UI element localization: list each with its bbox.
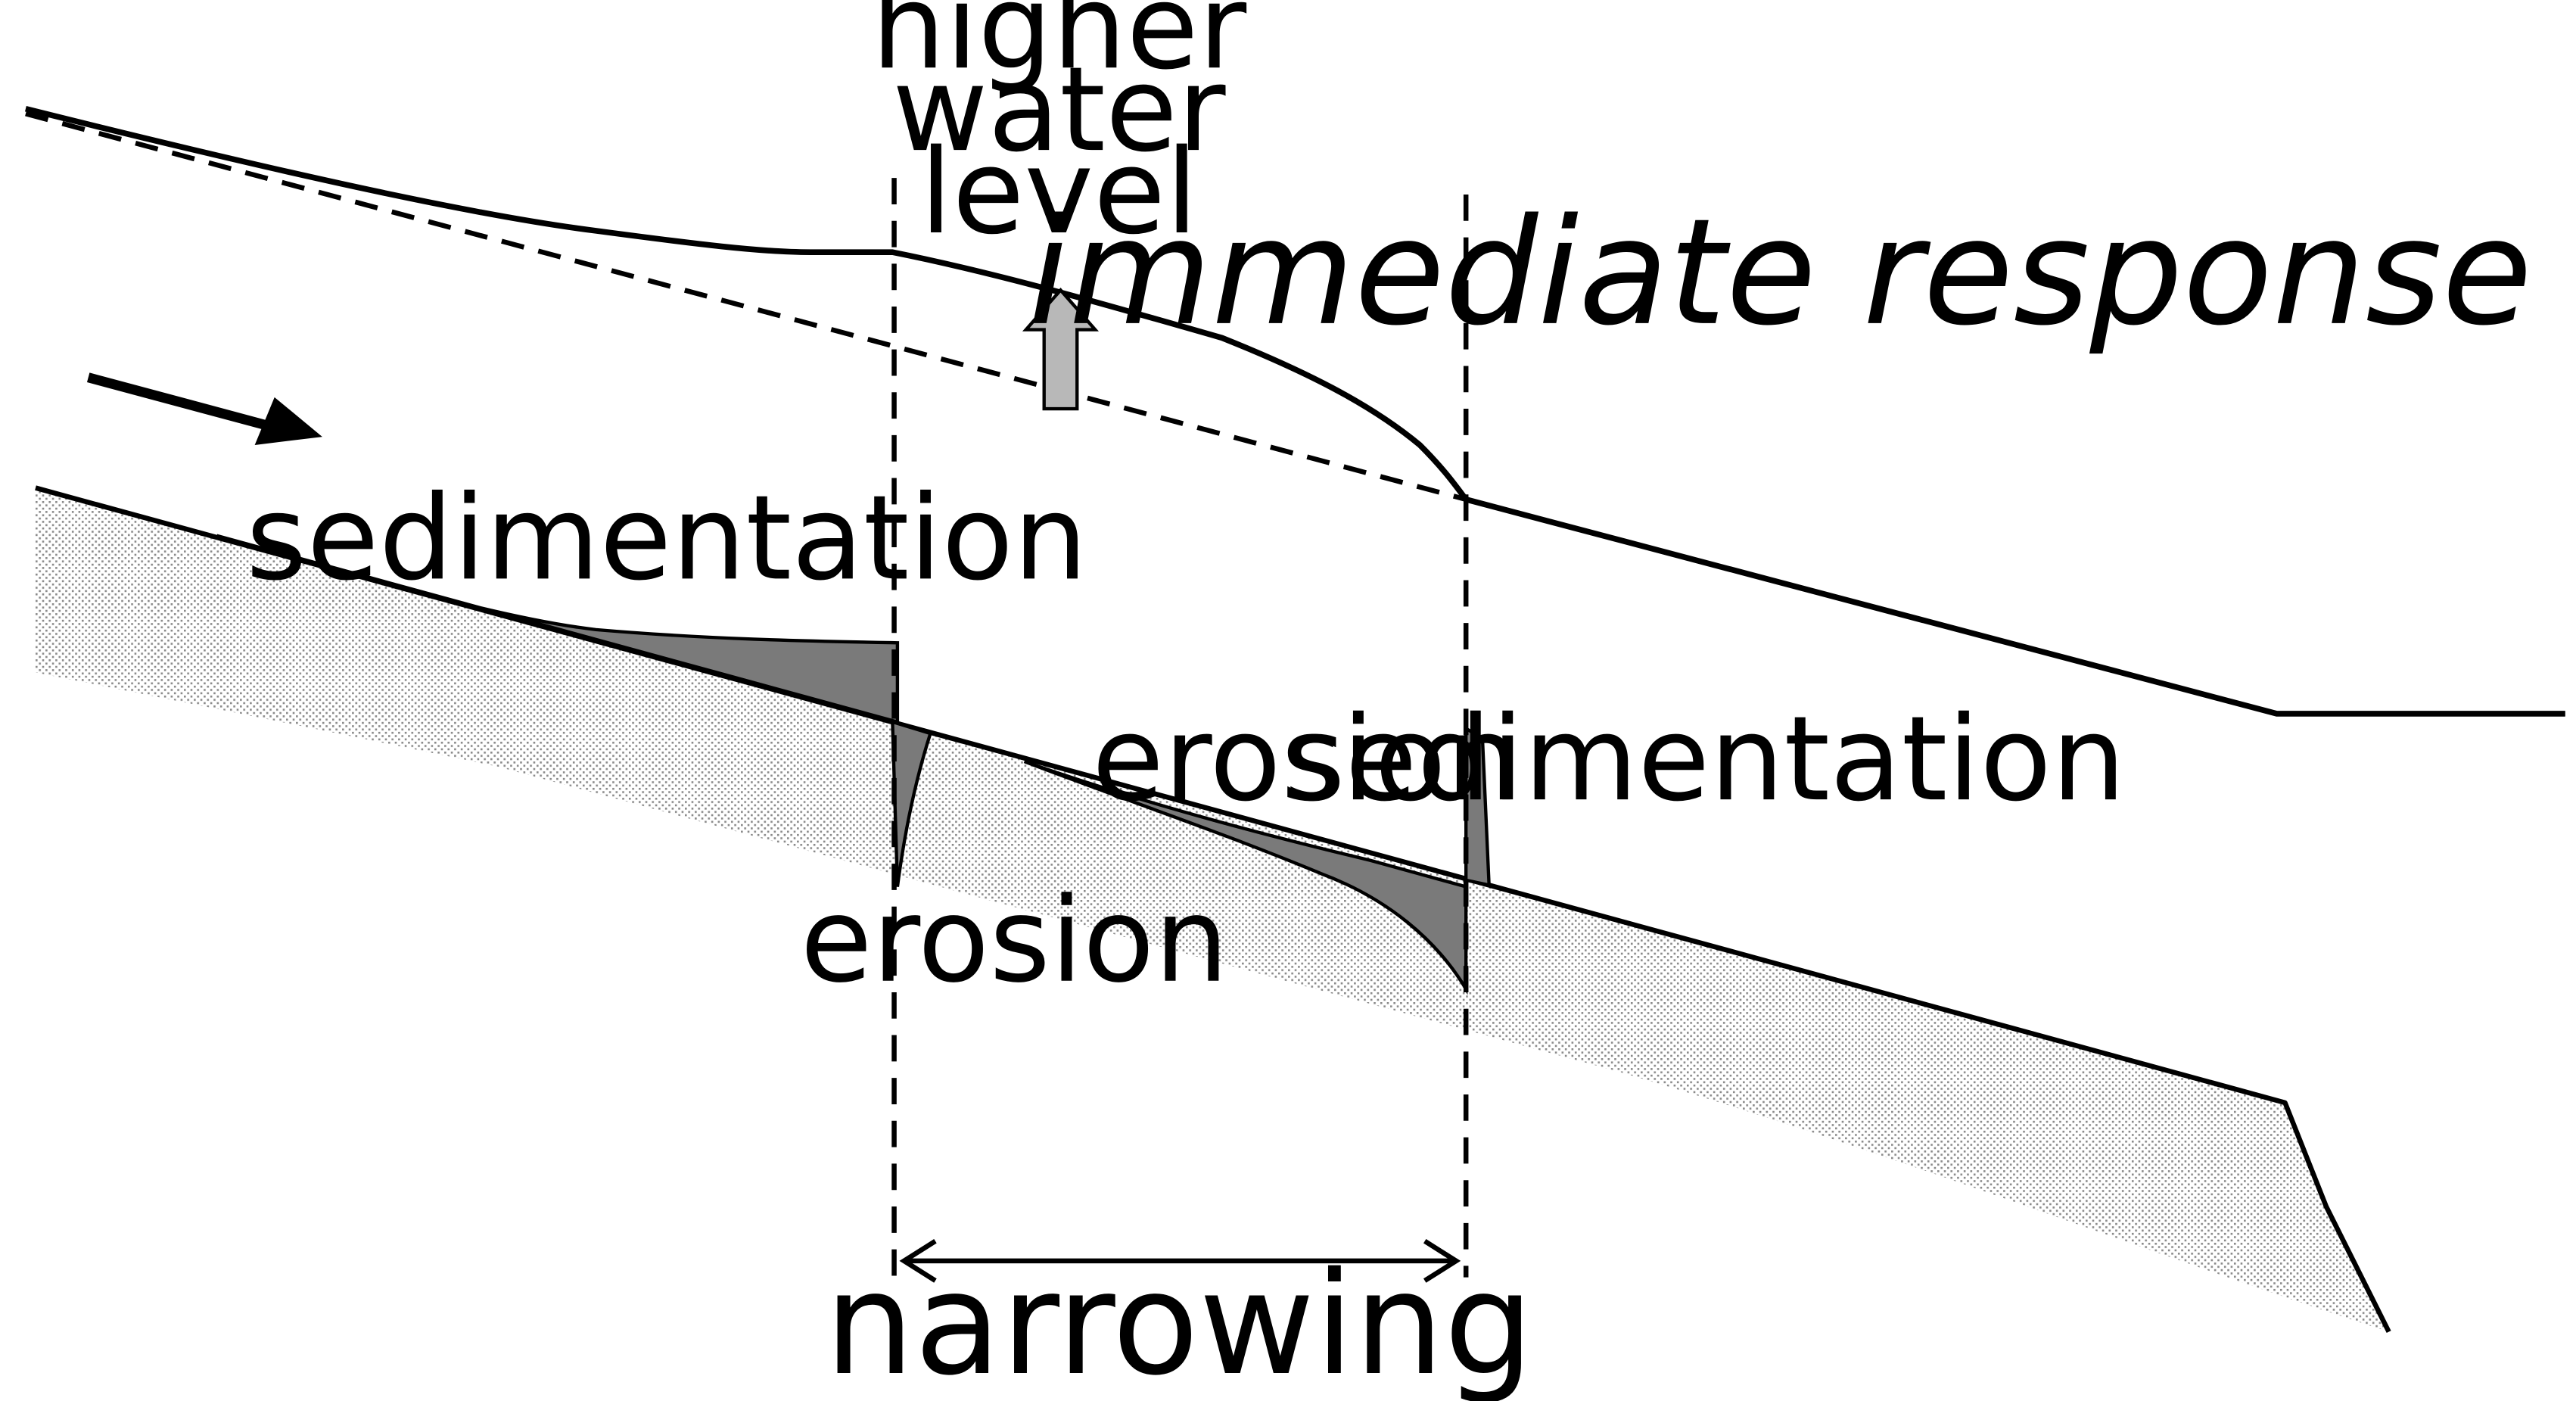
erosion-channel-label: erosion: [1092, 691, 1520, 827]
higher-water-level-label-line2: water: [892, 42, 1226, 178]
immediate-response-label: immediate response: [1028, 187, 2533, 358]
downstream-sedimentation-area: [1464, 725, 1491, 888]
sedimentation-downstream-label: sedimentation: [1284, 691, 2126, 827]
higher-water-level-label-line3: level: [919, 124, 1198, 260]
flow-direction-arrow-icon: [86, 372, 322, 445]
riverbed-body: [35, 487, 2389, 1332]
water-rise-arrow-up-icon: [1022, 287, 1100, 411]
erosion-entrance-label: erosion: [801, 873, 1229, 1009]
raised-water-level-line: [24, 106, 2565, 717]
higher-water-level-label-line1: higher: [871, 0, 1246, 95]
sedimentation-upstream-label: sedimentation: [246, 470, 1087, 606]
bed-surface-line: [35, 485, 2391, 1333]
narrowing-extent-double-arrow-icon: [899, 1239, 1461, 1283]
narrowing-label: narrowing: [825, 1242, 1534, 1401]
upstream-sedimentation-area: [216, 534, 900, 724]
entrance-erosion-area: [891, 719, 933, 887]
channel-erosion-area: [1023, 760, 1468, 995]
